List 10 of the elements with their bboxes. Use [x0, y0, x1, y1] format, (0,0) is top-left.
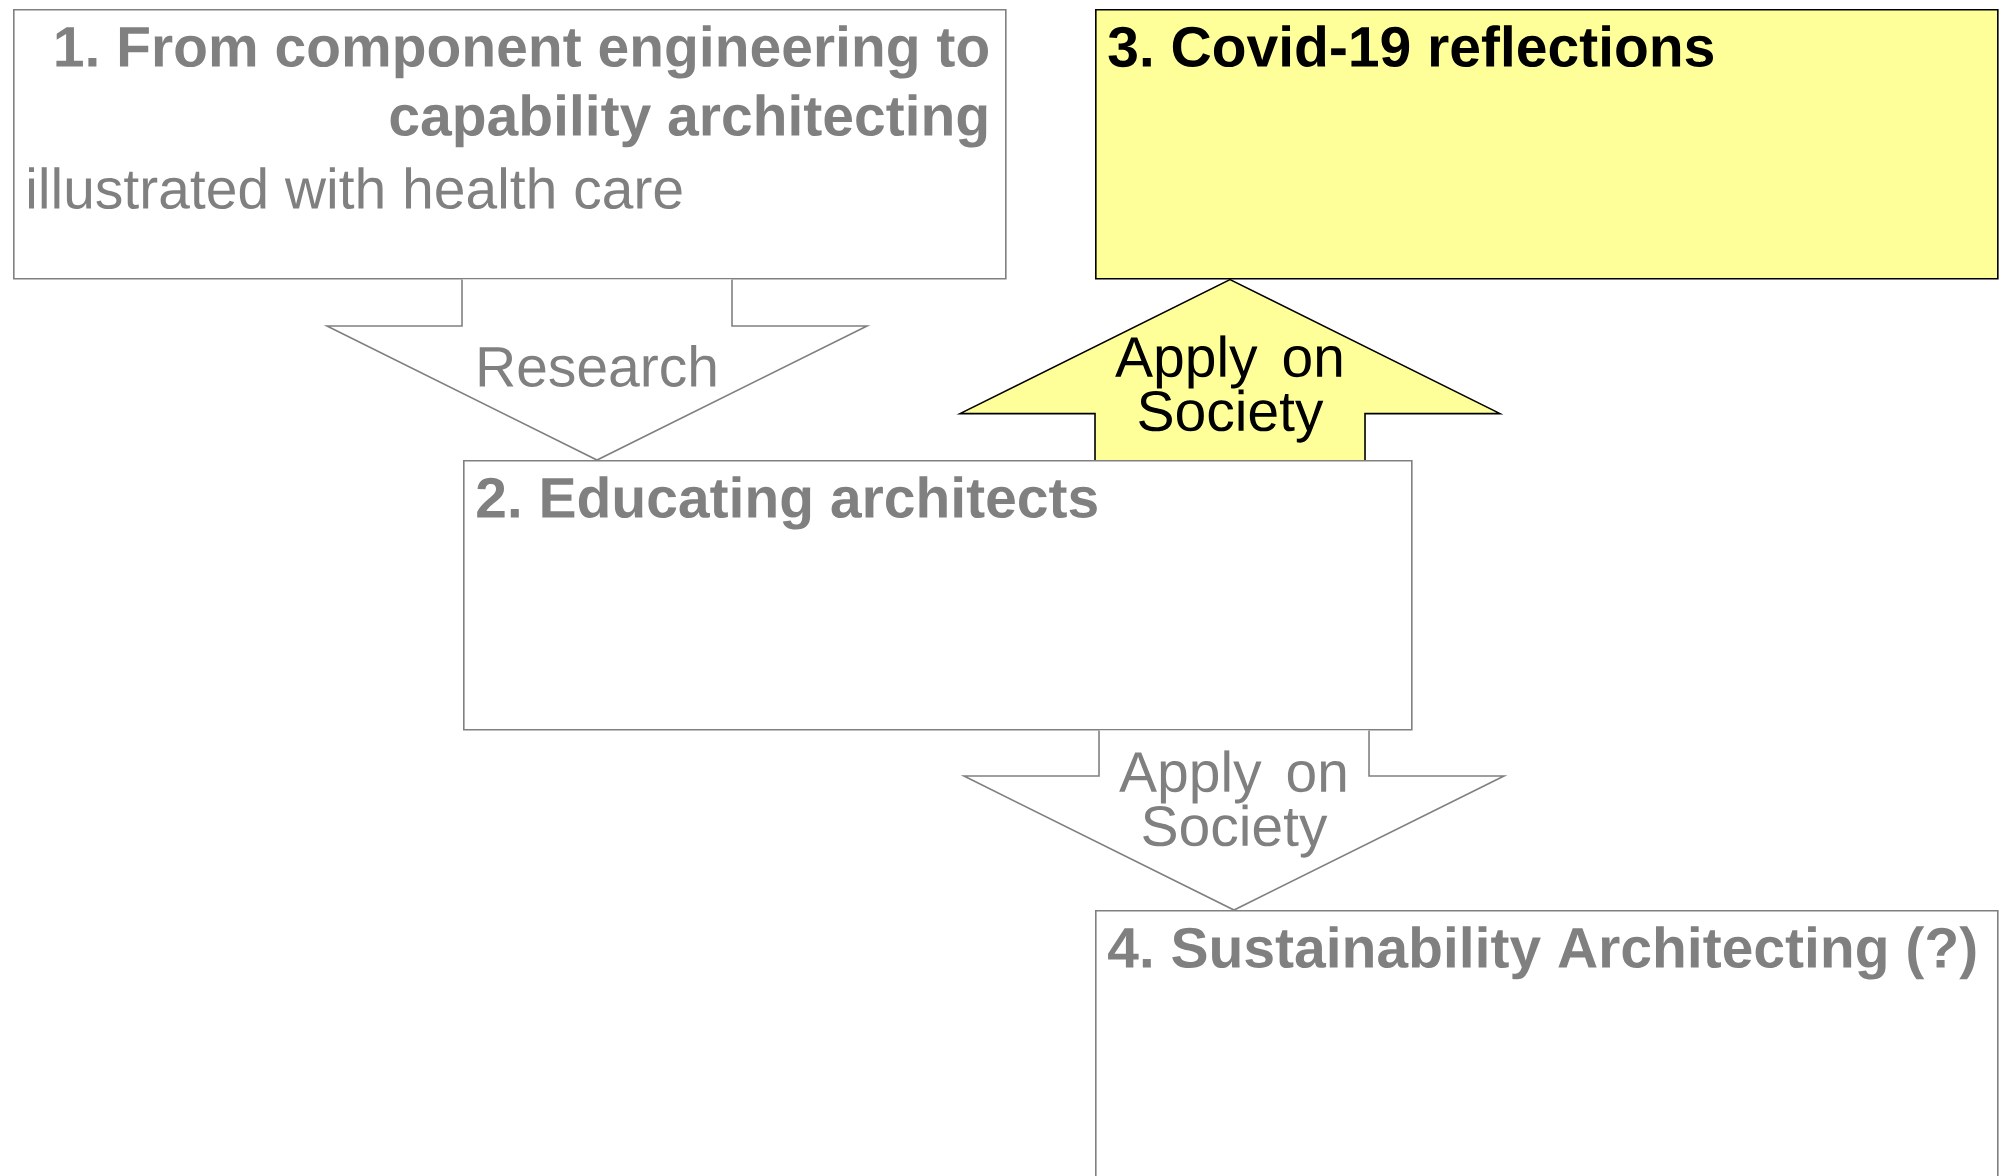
titled-box: 3. Covid-19 reflections [1095, 9, 1999, 280]
titled-box: 4. Sustainability Architecting (?) [1095, 910, 1999, 1176]
edge-label: Apply on Society [1119, 750, 1346, 858]
edge-label: Research [479, 345, 716, 387]
titled-box: 2. Educating architects [463, 460, 1413, 731]
block-arrow [323, 278, 871, 461]
titled-box: 1. From component engineering to capability architecting illustrated with health care [13, 9, 1007, 280]
block-arrow [960, 729, 1508, 911]
block-arrow [956, 278, 1504, 461]
edge-label: Apply on Society [1115, 335, 1342, 443]
